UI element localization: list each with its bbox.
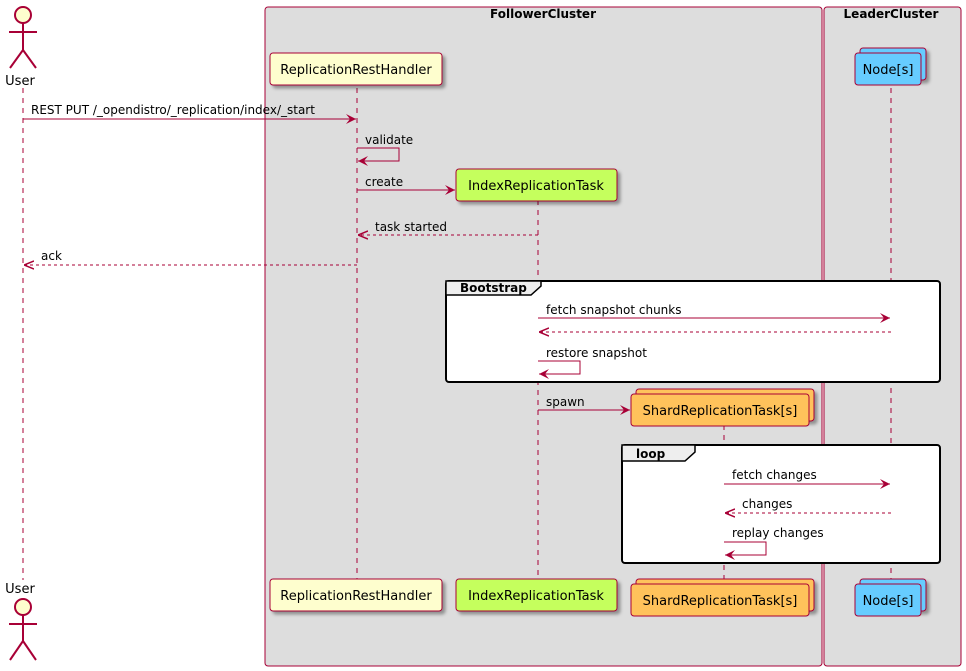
- follower-cluster-title: FollowerCluster: [490, 7, 596, 21]
- actor-user-bottom: [9, 598, 37, 661]
- participant-rest-handler-top: ReplicationRestHandler: [269, 52, 443, 86]
- message-validate-label: validate: [365, 133, 413, 147]
- leader-cluster-title: LeaderCluster: [844, 7, 939, 21]
- message-restore-snapshot-label: restore snapshot: [546, 346, 647, 360]
- participant-nodes-bottom-label: Node[s]: [863, 594, 914, 609]
- participant-nodes-bottom: Node[s]: [854, 578, 927, 617]
- message-validate-arrow: [357, 147, 400, 166]
- participant-nodes-top-label: Node[s]: [863, 63, 914, 78]
- message-replay-changes-label: replay changes: [732, 526, 824, 540]
- participant-index-task-bottom-label: IndexReplicationTask: [468, 589, 604, 604]
- participant-shard-task-bottom: ShardReplicationTask[s]: [630, 578, 815, 617]
- participant-shard-task-top: ShardReplicationTask[s]: [630, 388, 815, 427]
- message-changes-label: changes: [742, 497, 792, 511]
- message-create-label: create: [365, 175, 403, 189]
- fragment-loop: loop: [621, 444, 941, 564]
- participant-nodes-top: Node[s]: [854, 47, 927, 86]
- participant-rest-handler-bottom: ReplicationRestHandler: [269, 578, 443, 612]
- message-spawn-label: spawn: [546, 395, 585, 409]
- message-fetch-snapshot-label: fetch snapshot chunks: [546, 303, 682, 317]
- message-task-started-label: task started: [375, 220, 447, 234]
- message-restore-snapshot-arrow: [538, 360, 581, 379]
- participant-index-task-bottom: IndexReplicationTask: [455, 578, 618, 612]
- actor-user-top-label: User: [5, 74, 35, 89]
- fragment-loop-label: loop: [636, 447, 666, 461]
- participant-shard-task-bottom-label: ShardReplicationTask[s]: [643, 594, 798, 609]
- message-rest-put-label: REST PUT /_opendistro/_replication/index…: [31, 103, 315, 117]
- participant-index-task-top: IndexReplicationTask: [455, 168, 618, 202]
- fragment-bootstrap-label: Bootstrap: [460, 281, 527, 295]
- message-replay-changes-arrow: [724, 541, 767, 560]
- participant-shard-task-top-label: ShardReplicationTask[s]: [643, 404, 798, 419]
- actor-user-bottom-label: User: [5, 582, 35, 597]
- participant-rest-handler-bottom-label: ReplicationRestHandler: [280, 589, 432, 604]
- actor-user-top: [9, 6, 37, 69]
- participant-index-task-top-label: IndexReplicationTask: [468, 179, 604, 194]
- message-ack-label: ack: [41, 249, 62, 263]
- participant-rest-handler-top-label: ReplicationRestHandler: [280, 63, 432, 78]
- message-fetch-changes-label: fetch changes: [732, 468, 817, 482]
